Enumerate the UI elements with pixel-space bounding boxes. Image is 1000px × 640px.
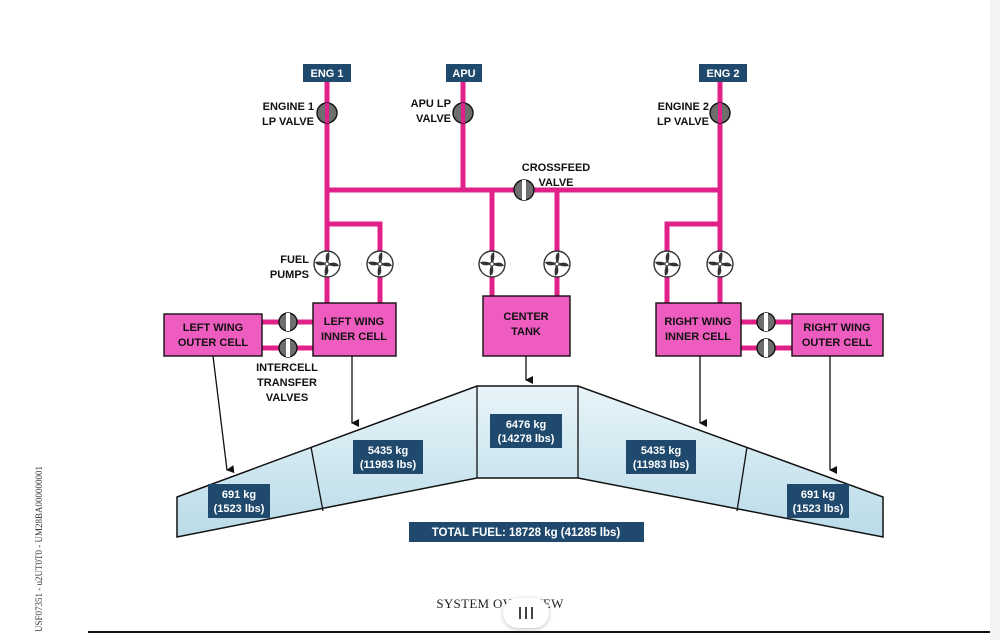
label-engine2-lp-valve-line1: ENGINE 2 (658, 101, 709, 113)
tank-right-outer-line2: OUTER CELL (802, 337, 873, 349)
qty-center-kg: 6476 kg (506, 419, 546, 431)
scrollbar[interactable] (990, 0, 1000, 640)
label-engine2-lp-valve-line2: LP VALVE (657, 116, 709, 128)
tank-right-outer-cell: RIGHT WING OUTER CELL (791, 313, 884, 357)
source-eng1-label: ENG 1 (310, 68, 343, 80)
qty-right-inner: 5435 kg (11983 lbs) (626, 440, 696, 474)
right-intercell-valve-top (756, 312, 776, 332)
qty-left-inner-lbs: (11983 lbs) (360, 459, 417, 471)
label-crossfeed-valve: CROSSFEED VALVE (522, 162, 591, 189)
qty-right-inner-kg: 5435 kg (641, 445, 681, 457)
handle-bar-icon (519, 607, 521, 619)
wing-divider-right-outer (736, 446, 748, 512)
qty-left-outer-kg: 691 kg (222, 489, 256, 501)
tank-right-inner-cell: RIGHT WING INNER CELL (655, 302, 742, 357)
engine2-lp-valve (709, 102, 731, 124)
fuel-pump-center-1 (478, 250, 506, 278)
source-eng2: ENG 2 (699, 64, 747, 82)
handle-bar-icon (531, 607, 533, 619)
qty-right-inner-lbs: (11983 lbs) (633, 459, 690, 471)
qty-right-outer-lbs: (1523 lbs) (793, 503, 844, 515)
tank-left-outer-cell: LEFT WING OUTER CELL (163, 313, 263, 357)
wing-shape (176, 385, 884, 538)
arrow-left-outer (212, 355, 235, 474)
label-intercell-line3: VALVES (266, 392, 308, 404)
left-intercell-valve-bottom (278, 338, 298, 358)
label-intercell-line2: TRANSFER (257, 377, 317, 389)
footer-rule (88, 631, 1000, 633)
qty-center-lbs: (14278 lbs) (498, 433, 555, 445)
wing-divider-left-outer (310, 446, 324, 512)
apu-lp-valve (452, 102, 474, 124)
qty-left-outer-lbs: (1523 lbs) (214, 503, 265, 515)
total-fuel-label: TOTAL FUEL: 18728 kg (41285 lbs) (432, 527, 621, 539)
tank-left-inner-line2: INNER CELL (321, 331, 387, 343)
page-handle-button[interactable] (503, 598, 549, 628)
label-crossfeed-valve-line2: VALVE (538, 177, 573, 189)
source-apu-label: APU (452, 68, 475, 80)
tank-left-outer-line2: OUTER CELL (178, 337, 249, 349)
label-intercell-line1: INTERCELL (256, 362, 318, 374)
qty-right-outer-kg: 691 kg (801, 489, 835, 501)
tank-left-inner-cell: LEFT WING INNER CELL (312, 302, 397, 357)
figure-caption: SYSTEM OVERVIEW (436, 596, 564, 611)
tank-left-outer-line1: LEFT WING (183, 322, 244, 334)
tank-left-inner-line1: LEFT WING (324, 316, 385, 328)
fuel-pump-left-2 (366, 250, 394, 278)
label-fuel-pumps-line2: PUMPS (270, 269, 309, 281)
label-apu-lp-valve: APU LP VALVE (411, 98, 451, 125)
source-apu: APU (446, 64, 482, 82)
wing-outline (176, 385, 884, 538)
qty-left-inner: 5435 kg (11983 lbs) (353, 440, 423, 474)
tank-right-inner-line1: RIGHT WING (664, 316, 731, 328)
engine1-lp-valve (316, 102, 338, 124)
label-apu-lp-valve-line2: VALVE (416, 113, 451, 125)
label-engine2-lp-valve: ENGINE 2 LP VALVE (657, 101, 709, 128)
label-fuel-pumps: FUEL PUMPS (270, 254, 309, 281)
label-engine1-lp-valve-line2: LP VALVE (262, 116, 314, 128)
handle-bar-icon (525, 607, 527, 619)
tank-center-line2: TANK (511, 326, 541, 338)
left-intercell-valve-top (278, 312, 298, 332)
label-crossfeed-valve-line1: CROSSFEED (522, 162, 591, 174)
fuel-pump-right-2 (706, 250, 734, 278)
label-apu-lp-valve-line1: APU LP (411, 98, 451, 110)
label-fuel-pumps-line1: FUEL (280, 254, 309, 266)
total-fuel: TOTAL FUEL: 18728 kg (41285 lbs) (409, 522, 644, 542)
label-engine1-lp-valve: ENGINE 1 LP VALVE (262, 101, 314, 128)
source-eng1: ENG 1 (303, 64, 351, 82)
qty-center: 6476 kg (14278 lbs) (490, 414, 562, 448)
tank-center: CENTER TANK (482, 295, 571, 357)
source-eng2-label: ENG 2 (706, 68, 739, 80)
qty-left-outer: 691 kg (1523 lbs) (208, 484, 270, 518)
label-engine1-lp-valve-line1: ENGINE 1 (263, 101, 314, 113)
qty-left-inner-kg: 5435 kg (368, 445, 408, 457)
crossfeed-valve (513, 179, 535, 201)
right-intercell-valve-bottom (756, 338, 776, 358)
fuel-pump-left-1 (313, 250, 341, 278)
tank-right-inner-line2: INNER CELL (665, 331, 731, 343)
fuel-pump-right-1 (653, 250, 681, 278)
fuel-pump-center-2 (543, 250, 571, 278)
tank-center-line1: CENTER (503, 311, 548, 323)
label-intercell-transfer-valves: INTERCELL TRANSFER VALVES (256, 362, 318, 404)
qty-right-outer: 691 kg (1523 lbs) (787, 484, 849, 518)
tank-arrows (212, 355, 837, 474)
tank-right-outer-line1: RIGHT WING (803, 322, 870, 334)
